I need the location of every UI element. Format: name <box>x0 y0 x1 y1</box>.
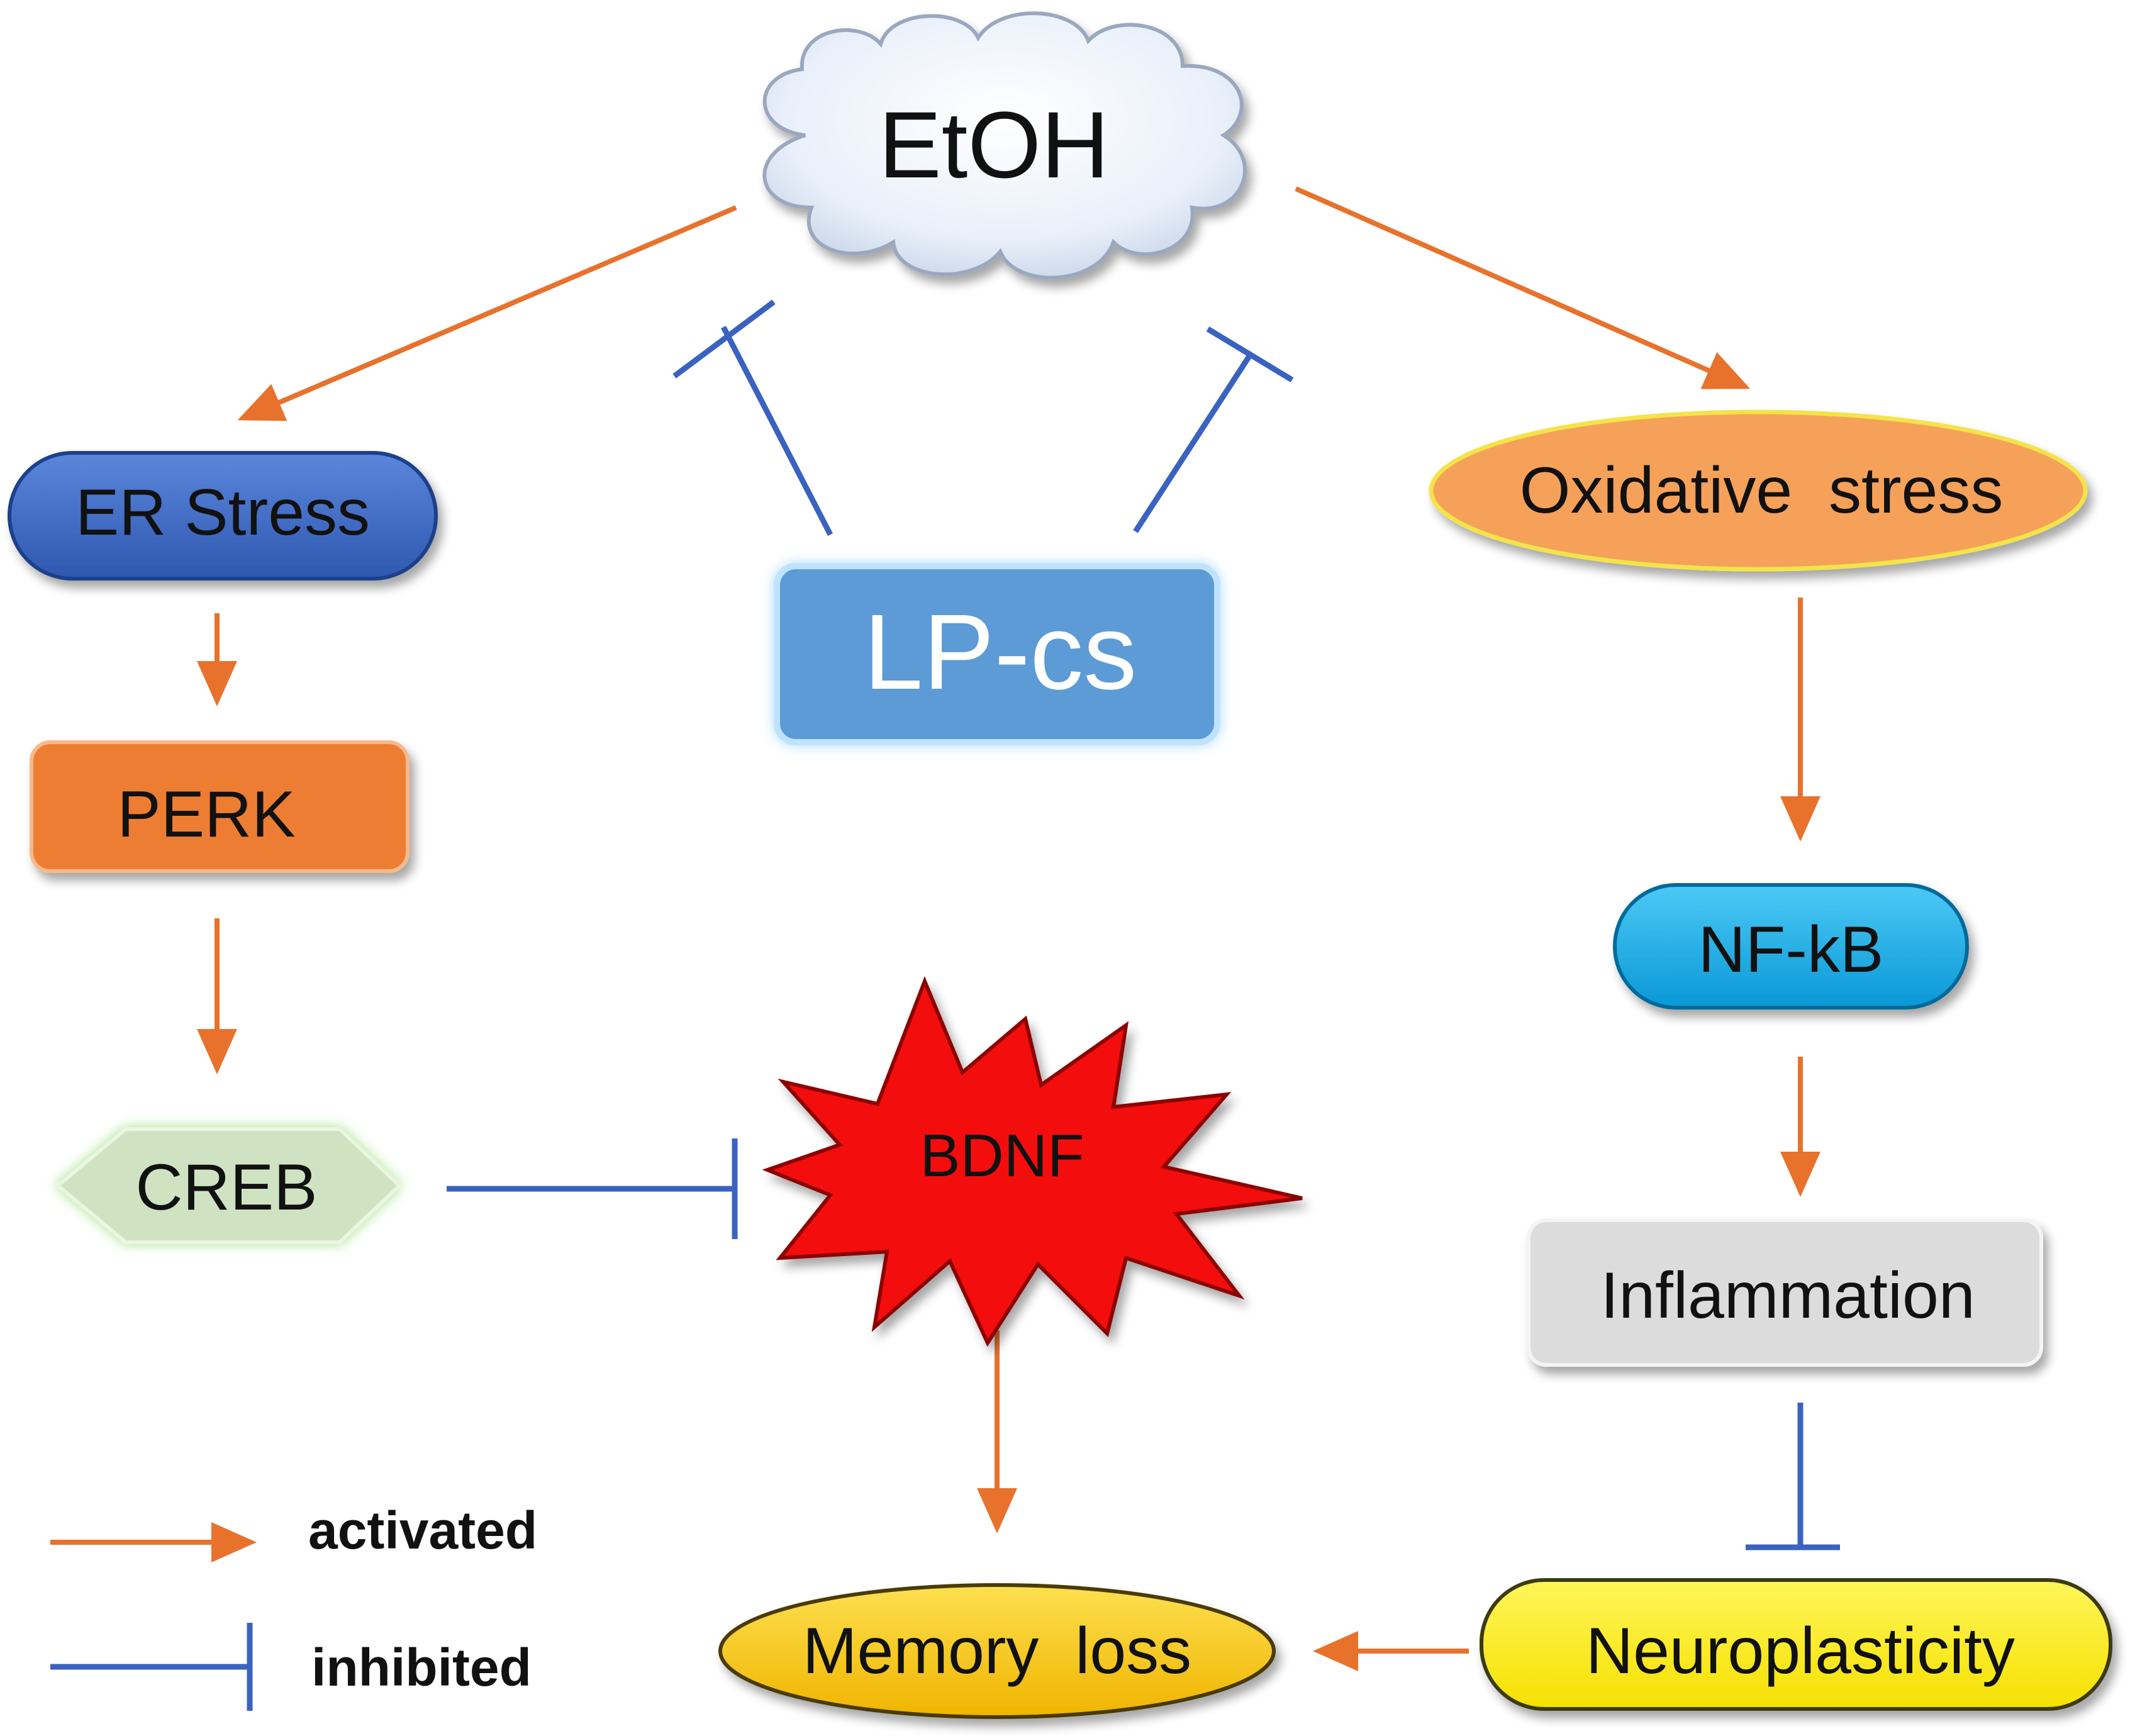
oxidative-stress-label: Oxidative stress <box>1520 454 2004 527</box>
node-lp-cs: LP-cs <box>774 563 1220 745</box>
node-er-stress: ER Stress <box>8 451 438 581</box>
edge-etoh-to-er-stress <box>237 205 737 421</box>
node-creb: CREB <box>55 1127 403 1244</box>
edge-creb-inhibits-bdnf <box>447 1138 738 1239</box>
legend: activated inhibited <box>308 1501 537 1697</box>
node-inflammation: Inflammation <box>1527 1218 2043 1367</box>
bdnf-label: BDNF <box>920 1122 1084 1189</box>
creb-label: CREB <box>136 1151 318 1224</box>
legend-inhibited-bar <box>50 1623 253 1711</box>
node-memory-loss: Memory loss <box>718 1583 1276 1719</box>
node-neuroplasticity: Neuroplasticity <box>1480 1578 2112 1711</box>
memory-loss-label: Memory loss <box>803 1615 1191 1688</box>
nfkb-label: NF-kB <box>1698 913 1884 986</box>
node-oxidative-stress: Oxidative stress <box>1429 409 2088 572</box>
edge-inflammation-inhibits-neuroplasticity <box>1746 1403 1840 1550</box>
lp-cs-label: LP-cs <box>864 593 1137 712</box>
node-bdnf: BDNF <box>762 976 1303 1347</box>
bdnf-starburst-shape <box>762 976 1303 1347</box>
inflammation-label: Inflammation <box>1600 1259 1975 1332</box>
legend-inhibited-label: inhibited <box>311 1638 532 1697</box>
edge-etoh-to-oxidative-stress <box>1295 186 1751 389</box>
activation-edges <box>50 186 1821 1671</box>
neuroplasticity-label: Neuroplasticity <box>1586 1615 2015 1688</box>
edge-lpcs-inhibits-etoh-right <box>1133 326 1294 533</box>
legend-activated-label: activated <box>308 1501 537 1560</box>
edge-lpcs-inhibits-etoh-left <box>672 299 834 537</box>
etoh-label: EtOH <box>879 92 1110 198</box>
node-nfkb: NF-kB <box>1613 883 1969 1010</box>
inhibition-edges <box>50 299 1840 1711</box>
etoh-cloud-shape <box>762 11 1247 280</box>
node-perk: PERK <box>30 740 410 873</box>
er-stress-label: ER Stress <box>75 476 370 549</box>
node-etoh <box>762 11 1247 280</box>
perk-label: PERK <box>117 778 295 851</box>
